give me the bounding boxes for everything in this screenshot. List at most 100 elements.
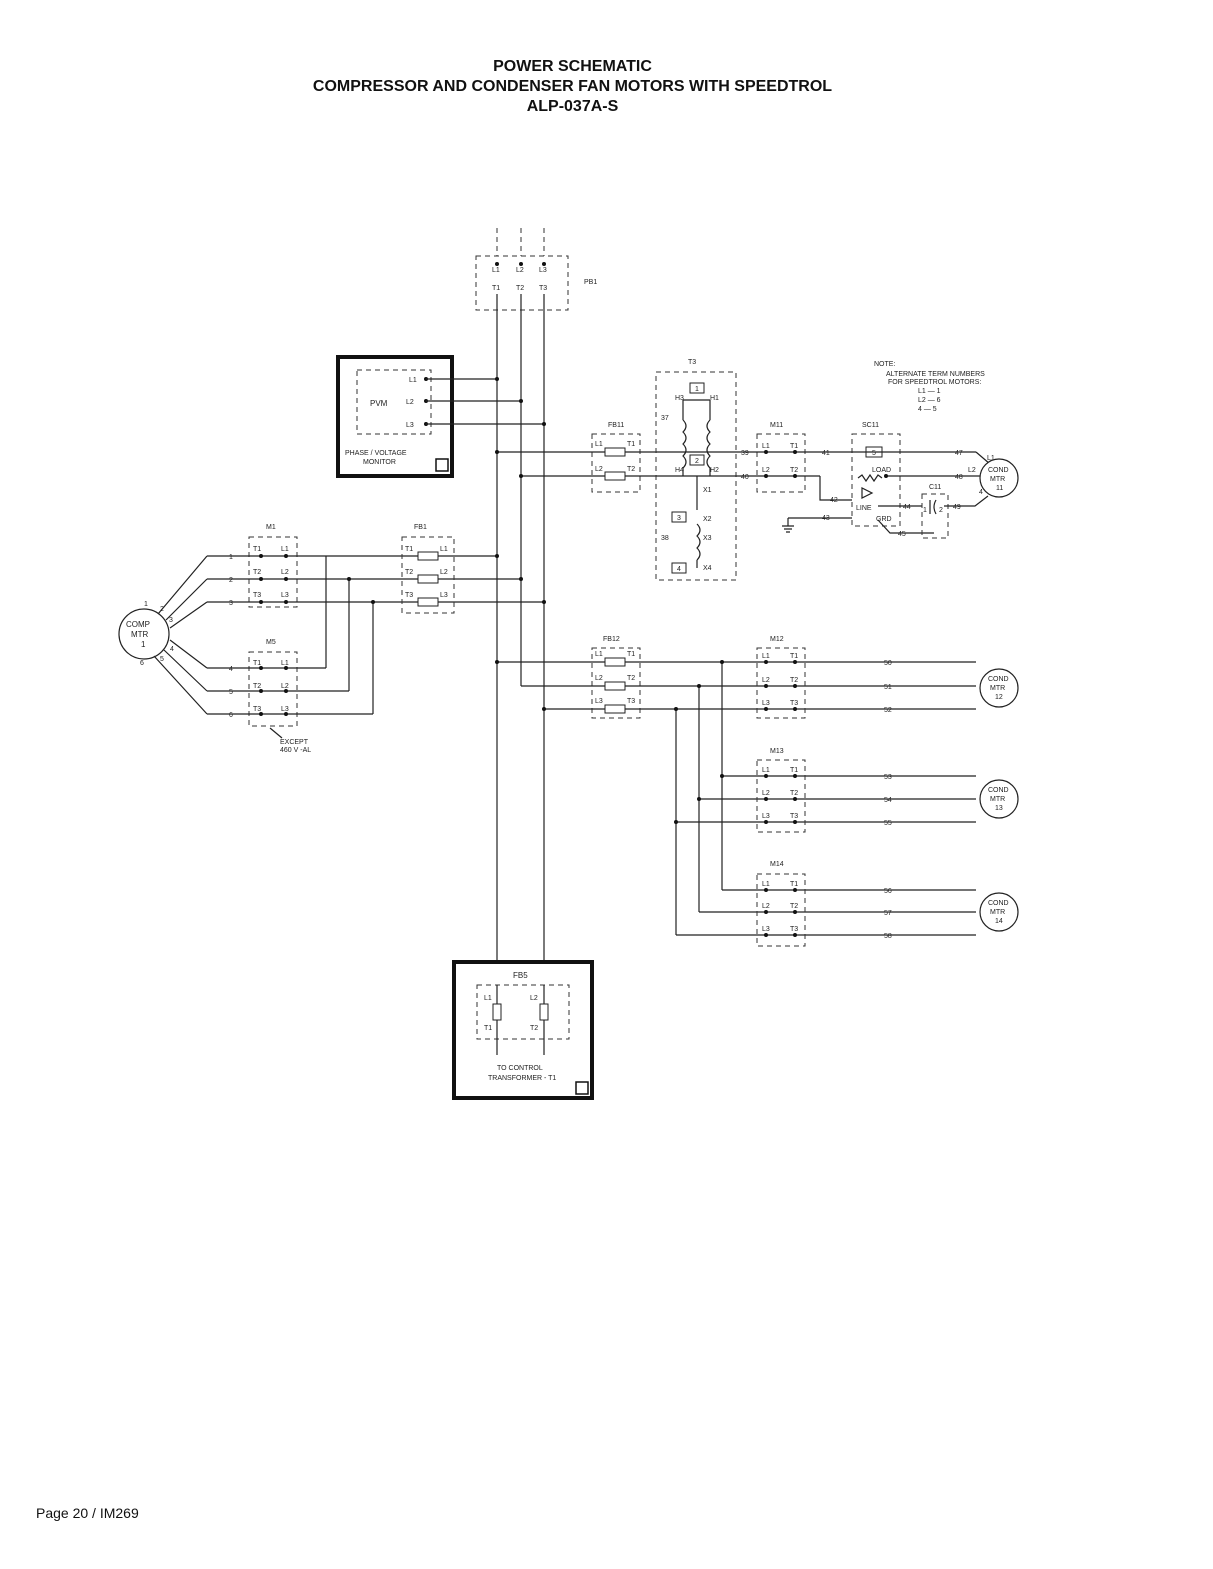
note-line-2: FOR SPEEDTROL MOTORS: xyxy=(888,379,981,386)
pvm-monitor: PVM L1 L2 L3 PHASE / VOLTAGE MONITOR xyxy=(336,355,546,478)
fb1-t1: T1 xyxy=(405,546,413,553)
m14-l1: L1 xyxy=(762,881,770,888)
m5-t3: T3 xyxy=(253,706,261,713)
t3-h4: H4 xyxy=(675,467,684,474)
t3-tap-3: 3 xyxy=(677,515,681,522)
mtr12-line3: 12 xyxy=(995,694,1003,701)
m12-l1: L1 xyxy=(762,653,770,660)
mtr12-line2: MTR xyxy=(990,685,1005,692)
wire-54: 54 xyxy=(884,797,892,804)
fb11-l1: L1 xyxy=(595,441,603,448)
fb5-name: FB5 xyxy=(513,971,528,980)
sc11-grd: GRD xyxy=(876,516,892,523)
mtr14-line3: 14 xyxy=(995,918,1003,925)
cond-mtr-11: COND MTR 11 L1 L2 4 xyxy=(968,451,1019,498)
cond-mtr-14: COND MTR 14 xyxy=(979,892,1019,932)
t3-h1: H1 xyxy=(710,395,719,402)
pvm-name: PVM xyxy=(370,399,388,408)
c11-term-1: 1 xyxy=(923,507,927,514)
m11-l2: L2 xyxy=(762,467,770,474)
m12-name: M12 xyxy=(770,636,784,643)
wire-c2: 2 xyxy=(229,577,233,584)
fb11-l2: L2 xyxy=(595,466,603,473)
pvm-l1: L1 xyxy=(409,377,417,384)
fb11-t2: T2 xyxy=(627,466,635,473)
fb1-fuse-block: FB1 T1 L1 T2 L2 T3 L3 xyxy=(401,524,455,614)
mtr11-line1: COND xyxy=(988,467,1009,474)
mtr13-line2: MTR xyxy=(990,796,1005,803)
cond-mtr-12: COND MTR 12 xyxy=(979,668,1019,708)
m14-l3: L3 xyxy=(762,926,770,933)
m5-name: M5 xyxy=(266,639,276,646)
wire-37: 37 xyxy=(661,415,669,422)
fb12-name: FB12 xyxy=(603,636,620,643)
note-map-2: L2 — 6 xyxy=(918,397,941,404)
fb12-t1: T1 xyxy=(627,651,635,658)
wire-53: 53 xyxy=(884,774,892,781)
m14-contactor: M14 L1 T1 L2 T2 L3 T3 56 57 58 xyxy=(756,861,892,947)
m13-t3: T3 xyxy=(790,813,798,820)
m14-name: M14 xyxy=(770,861,784,868)
comp-term-4: 4 xyxy=(170,646,174,653)
note-line-1: ALTERNATE TERM NUMBERS xyxy=(886,371,985,378)
sc11-load: LOAD xyxy=(872,467,891,474)
fb12-l3: L3 xyxy=(595,698,603,705)
m5-t1: T1 xyxy=(253,660,261,667)
t3-h3: H3 xyxy=(675,395,684,402)
fb5-l1: L1 xyxy=(484,995,492,1002)
t3-x2: X2 xyxy=(703,516,712,523)
fb12-fuse-block: FB12 L1 T1 L2 T2 L3 T3 xyxy=(495,636,976,719)
t3-tap-4: 4 xyxy=(677,566,681,573)
pb1-l1-label: L1 xyxy=(492,267,500,274)
m1-l1: L1 xyxy=(281,546,289,553)
wire-c6: 6 xyxy=(229,712,233,719)
t3-h2: H2 xyxy=(710,467,719,474)
fb1-t3: T3 xyxy=(405,592,413,599)
pb1-t1-label: T1 xyxy=(492,285,500,292)
comp-term-3: 3 xyxy=(169,617,173,624)
comp-term-6: 6 xyxy=(140,660,144,667)
wire-c1: 1 xyxy=(229,554,233,561)
wire-41: 41 xyxy=(822,450,830,457)
c11-name: C11 xyxy=(929,484,941,491)
m1-l2: L2 xyxy=(281,569,289,576)
model-number: ALP-037A-S xyxy=(526,98,619,115)
m5-except-2: 460 V -AL xyxy=(280,747,311,754)
m5-l2: L2 xyxy=(281,683,289,690)
wire-38: 38 xyxy=(661,535,669,542)
m12-t1: T1 xyxy=(790,653,798,660)
t3-x3: X3 xyxy=(703,535,712,542)
comp-term-1: 1 xyxy=(144,601,148,608)
fb12-t3: T3 xyxy=(627,698,635,705)
t3-x1: X1 xyxy=(703,487,712,494)
m12-l3: L3 xyxy=(762,700,770,707)
mtr11-term-l1: L1 xyxy=(987,455,995,462)
wire-39: 39 xyxy=(741,450,749,457)
wire-51: 51 xyxy=(884,684,892,691)
wire-48: 48 xyxy=(955,474,963,481)
t3-name: T3 xyxy=(688,359,696,366)
wire-43: 43 xyxy=(822,515,830,522)
m1-name: M1 xyxy=(266,524,276,531)
page-footer: Page 20 / IM269 xyxy=(36,1505,139,1521)
page-subtitle: COMPRESSOR AND CONDENSER FAN MOTORS WITH… xyxy=(312,78,833,95)
wire-c4: 4 xyxy=(229,666,233,673)
wire-40: 40 xyxy=(741,474,749,481)
mtr13-line3: 13 xyxy=(995,805,1003,812)
wire-42: 42 xyxy=(830,497,838,504)
comp-term-2: 2 xyxy=(160,606,164,613)
m11-t1: T1 xyxy=(790,443,798,450)
wire-49: 49 xyxy=(953,504,961,511)
t3-tap-1: 1 xyxy=(695,386,699,393)
note-title: NOTE: xyxy=(874,361,895,368)
fb5-caption-2: TRANSFORMER - T1 xyxy=(488,1075,556,1082)
wire-55: 55 xyxy=(884,820,892,827)
m13-name: M13 xyxy=(770,748,784,755)
m14-t1: T1 xyxy=(790,881,798,888)
fan-branch-bus xyxy=(674,660,976,936)
pb1-t2-label: T2 xyxy=(516,285,524,292)
m1-t3: T3 xyxy=(253,592,261,599)
m11-t2: T2 xyxy=(790,467,798,474)
mtr12-line1: COND xyxy=(988,676,1009,683)
mtr13-line1: COND xyxy=(988,787,1009,794)
